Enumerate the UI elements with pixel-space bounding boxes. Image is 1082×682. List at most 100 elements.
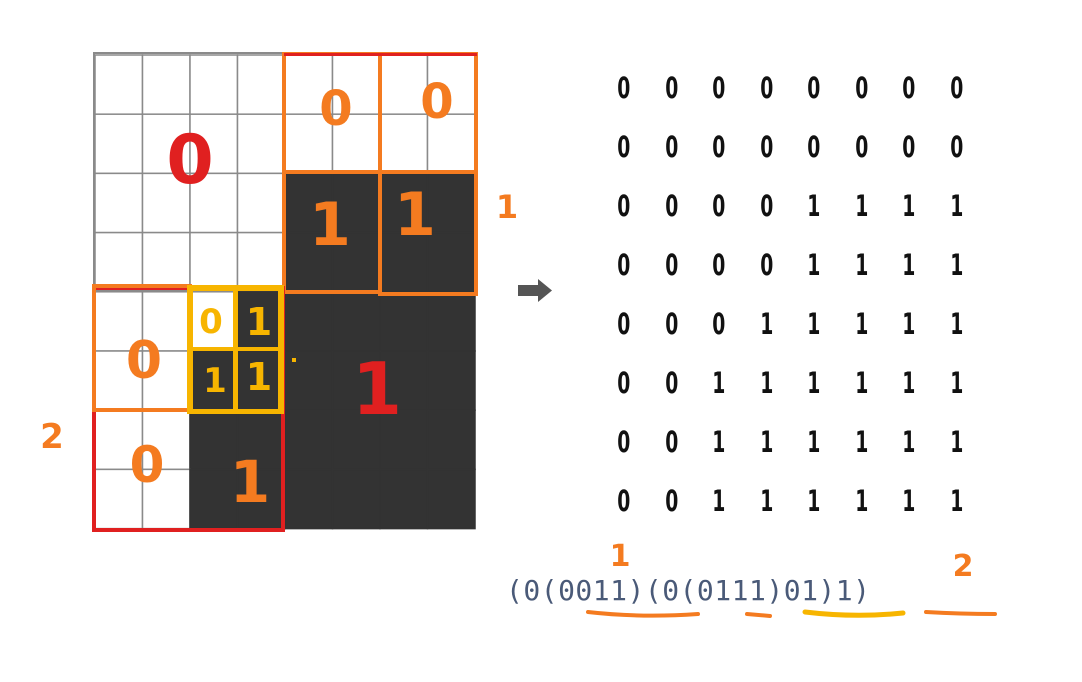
matrix-cell: 0 (712, 188, 726, 223)
label-top-right-a: 0 (319, 81, 352, 137)
label-small-d: 1 (246, 355, 272, 399)
matrix-cell: 1 (949, 483, 963, 518)
matrix-cell: 0 (617, 70, 631, 105)
matrix-cell: 0 (617, 424, 631, 459)
label-mid-right-b: 1 (394, 180, 436, 250)
grid-cell (141, 409, 191, 471)
grid-cell (284, 231, 334, 293)
grid-cell (141, 350, 191, 411)
matrix-cell: 0 (854, 70, 868, 105)
label-level-2: 2 (40, 417, 64, 457)
matrix-cell: 1 (854, 365, 868, 400)
region-small-d-outline (234, 347, 282, 413)
underline-0 (745, 612, 772, 618)
matrix-cell: 0 (617, 247, 631, 282)
underline-01 (924, 610, 997, 616)
grid-cell (426, 113, 476, 175)
label-top-left: 0 (166, 121, 213, 200)
matrix-cell: 1 (902, 247, 916, 282)
matrix-cell: 1 (902, 188, 916, 223)
matrix-cell: 1 (902, 306, 916, 341)
matrix-cell: 1 (712, 365, 726, 400)
grid-cell (379, 172, 429, 234)
region-mid-right-b-outline (378, 170, 478, 296)
matrix-cell: 0 (664, 247, 678, 282)
encoding-annotation-2: 2 (953, 549, 974, 584)
matrix-cell: 1 (949, 306, 963, 341)
matrix-cell: 0 (902, 129, 916, 164)
label-bottom-right: 1 (352, 347, 402, 431)
matrix-cell: 0 (664, 483, 678, 518)
grid-cell (189, 172, 239, 234)
matrix-cell: 0 (664, 188, 678, 223)
matrix-cell: 1 (854, 247, 868, 282)
grid-cell (379, 468, 429, 530)
grid-cell (284, 291, 334, 352)
grid-cell (331, 54, 381, 115)
matrix-cell: 1 (902, 365, 916, 400)
underline-0111 (802, 609, 906, 618)
grid-cell (379, 231, 429, 293)
grid-cell (236, 172, 286, 234)
yellow-dot (292, 358, 296, 362)
matrix-cell: 0 (949, 129, 963, 164)
grid-cell (379, 409, 429, 471)
matrix-cell: 1 (902, 424, 916, 459)
grid-cell (331, 291, 381, 352)
label-level-1: 1 (496, 188, 518, 226)
label-small-c: 1 (203, 361, 227, 401)
grid-cell (94, 231, 144, 293)
matrix-cell: 0 (759, 188, 773, 223)
grid-cell (284, 468, 334, 530)
label-small-a: 0 (199, 302, 223, 342)
matrix-cell: 0 (664, 365, 678, 400)
matrix-cell: 1 (807, 424, 821, 459)
matrix-cell: 0 (712, 70, 726, 105)
grid-cell (331, 468, 381, 530)
underline-0011 (586, 610, 700, 618)
matrix-cell: 1 (949, 247, 963, 282)
matrix-cell: 0 (664, 424, 678, 459)
grid-cell (189, 468, 239, 530)
quadtree-encoding: (0(0011)(0(0111)01)1) (506, 574, 871, 607)
matrix-cell: 1 (712, 424, 726, 459)
matrix-cell: 0 (949, 70, 963, 105)
grid-cell (236, 54, 286, 115)
matrix-cell: 1 (854, 483, 868, 518)
matrix-cell: 1 (949, 188, 963, 223)
matrix-cell: 0 (759, 129, 773, 164)
matrix-cell: 1 (807, 306, 821, 341)
grid-cell (426, 409, 476, 471)
matrix-cell: 1 (854, 188, 868, 223)
label-bottom-left-bottom: 0 (130, 436, 165, 494)
matrix-cell: 0 (617, 483, 631, 518)
grid-cell (284, 409, 334, 471)
region-top-right-border (284, 53, 477, 56)
grid-cell (426, 350, 476, 411)
matrix-cell: 1 (759, 483, 773, 518)
encoding-annotation-1: 1 (610, 539, 631, 574)
matrix-cell: 0 (902, 70, 916, 105)
matrix-cell: 0 (807, 129, 821, 164)
matrix-cell: 1 (854, 424, 868, 459)
grid-cell (331, 113, 381, 175)
grid-cell (141, 113, 191, 175)
grid-cell (141, 54, 191, 115)
matrix-cell: 0 (617, 306, 631, 341)
matrix-cell: 1 (854, 306, 868, 341)
grid-cell (141, 172, 191, 234)
matrix-cell: 0 (712, 129, 726, 164)
label-top-right-b: 0 (420, 74, 453, 130)
grid-cell (189, 231, 239, 293)
label-bottom-mid: 1 (230, 448, 270, 516)
matrix-cell: 1 (759, 306, 773, 341)
